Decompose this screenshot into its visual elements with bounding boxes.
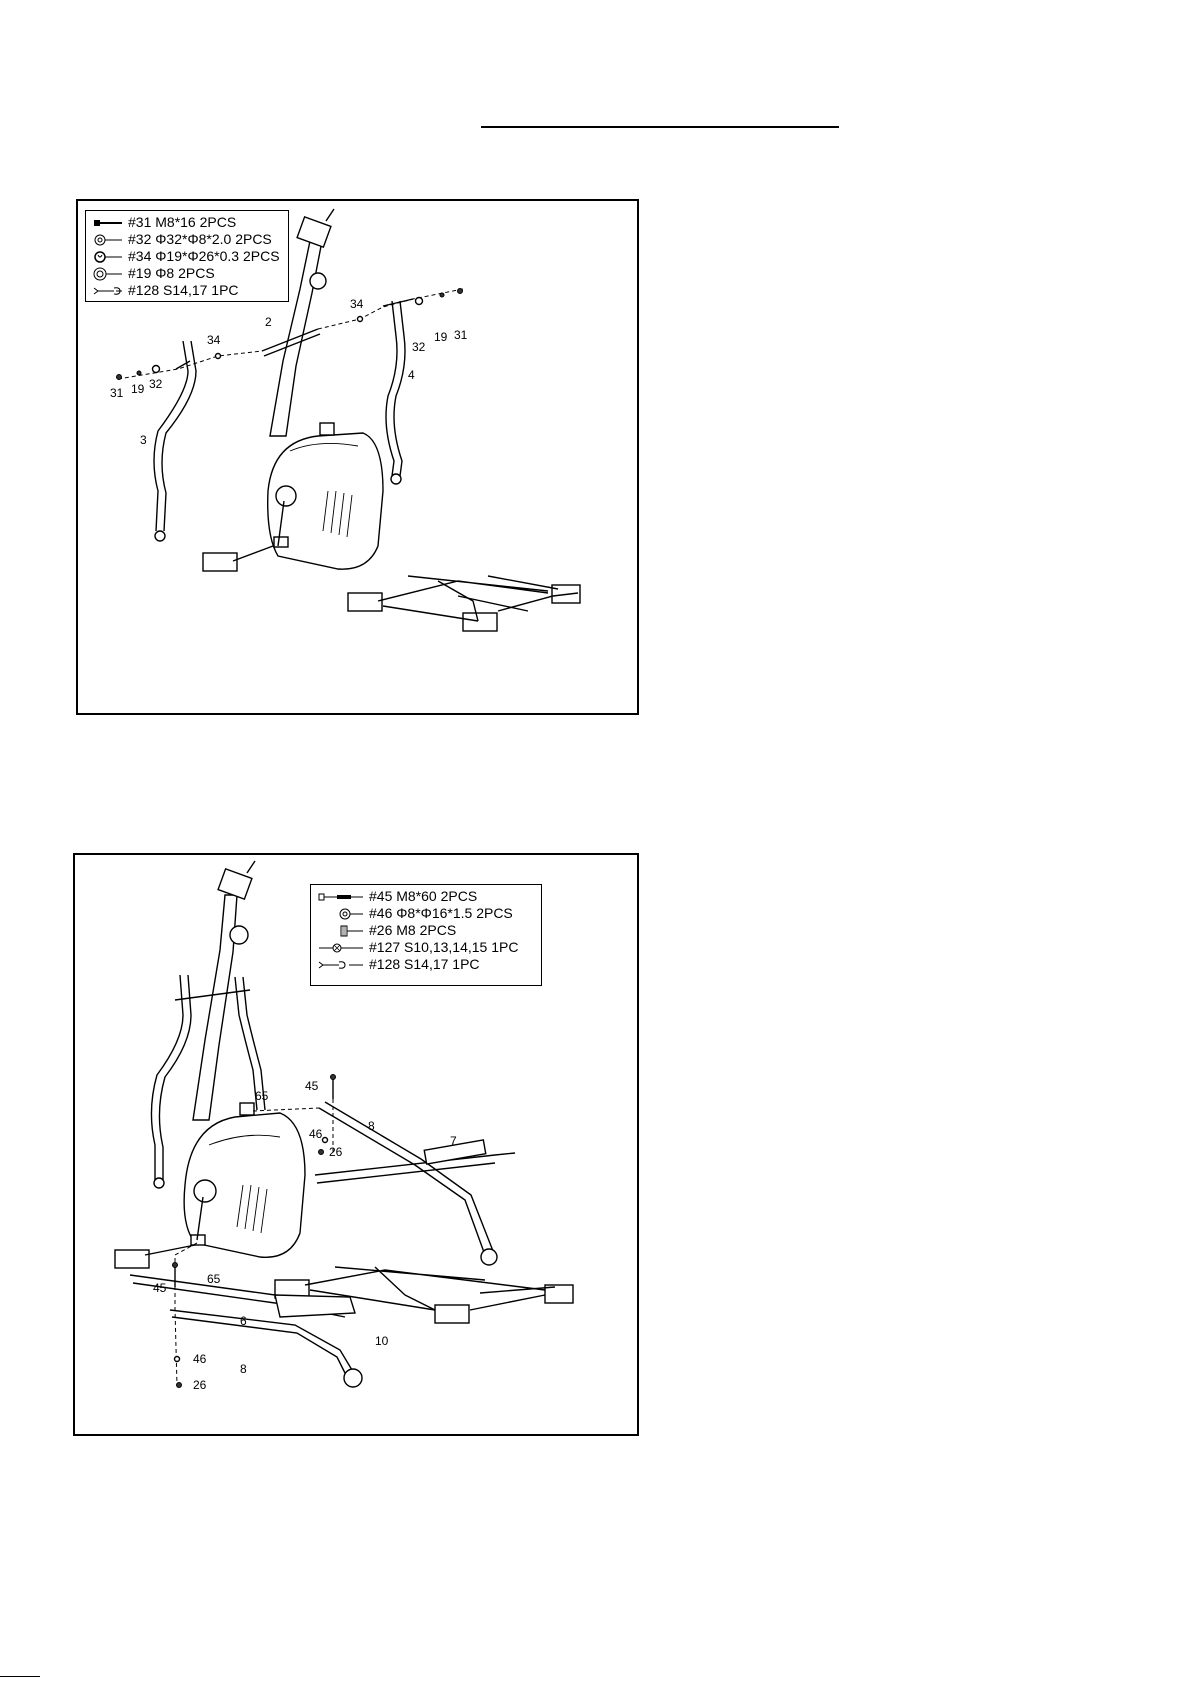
- legend-row: #46 Φ8*Φ16*1.5 2PCS: [317, 905, 535, 922]
- flywheel-housing: [268, 423, 383, 569]
- callout-65-lower: 65: [207, 1272, 221, 1286]
- right-pedal-arm: [315, 1102, 515, 1265]
- callout-65-upper: 65: [255, 1089, 269, 1103]
- bolt-31-left: [117, 375, 122, 380]
- legend-text: #127 S10,13,14,15 1PC: [367, 939, 518, 956]
- long-bolt-icon: [317, 890, 367, 904]
- washer-34-right: [358, 317, 363, 322]
- washer-46-lower: [175, 1357, 180, 1362]
- callout-3: 3: [140, 433, 147, 447]
- legend-row: #45 M8*60 2PCS: [317, 888, 535, 905]
- assembly-step-2-panel: 65 45 8 7 46 26 65 45 6 8 10 46 26 #45 M…: [73, 853, 639, 1436]
- title-underline: [481, 126, 839, 128]
- nut-26-upper: [319, 1150, 324, 1155]
- callout-4: 4: [408, 368, 415, 382]
- washer-19-left: [137, 371, 141, 375]
- page-edge-mark: [0, 1676, 40, 1677]
- callout-32-left: 32: [149, 377, 163, 391]
- legend-text: #128 S14,17 1PC: [367, 956, 480, 973]
- callout-34-left: 34: [207, 333, 221, 347]
- legend-text: #128 S14,17 1PC: [126, 282, 239, 299]
- spring-washer-icon: [92, 267, 126, 281]
- legend-row: #128 S14,17 1PC: [317, 956, 535, 973]
- legend-text: #26 M8 2PCS: [367, 922, 456, 939]
- washer-32-right: [416, 298, 423, 305]
- callout-19-right: 19: [434, 330, 448, 344]
- callout-10: 10: [375, 1334, 389, 1348]
- legend-text: #32 Φ32*Φ8*2.0 2PCS: [126, 231, 272, 248]
- legend-text: #31 M8*16 2PCS: [126, 214, 236, 231]
- nut-26-lower: [177, 1383, 182, 1388]
- callout-26-upper: 26: [329, 1145, 343, 1159]
- legend-text: #45 M8*60 2PCS: [367, 888, 477, 905]
- washer-19-right: [440, 293, 444, 297]
- multi-wrench-icon: [317, 941, 367, 955]
- wrench-icon: [92, 284, 126, 298]
- legend-row: #26 M8 2PCS: [317, 922, 535, 939]
- callout-2: 2: [265, 315, 272, 329]
- legend-row: #128 S14,17 1PC: [92, 282, 282, 299]
- callout-7: 7: [450, 1134, 457, 1148]
- callout-31-right: 31: [454, 328, 468, 342]
- bolt-31-right: [458, 289, 463, 294]
- callout-6: 6: [240, 1314, 247, 1328]
- callout-31-left: 31: [110, 386, 124, 400]
- legend-row: #34 Φ19*Φ26*0.3 2PCS: [92, 248, 282, 265]
- legend-text: #46 Φ8*Φ16*1.5 2PCS: [367, 905, 513, 922]
- legend-row: #127 S10,13,14,15 1PC: [317, 939, 535, 956]
- callout-45-upper: 45: [305, 1079, 319, 1093]
- wave-washer-icon: [92, 250, 126, 264]
- callout-26-lower: 26: [193, 1378, 207, 1392]
- legend-text: #34 Φ19*Φ26*0.3 2PCS: [126, 248, 280, 265]
- bolt-head-45-upper: [331, 1075, 336, 1080]
- base-frame: [203, 546, 580, 631]
- legend-row: #19 Φ8 2PCS: [92, 265, 282, 282]
- legend-text: #19 Φ8 2PCS: [126, 265, 215, 282]
- washer-32-left: [153, 366, 160, 373]
- bolt-head-45-lower: [173, 1263, 178, 1268]
- callout-19-left: 19: [131, 382, 145, 396]
- assembly-step-1-panel: 2 3 4 34 34 31 19 32 31 19 32 #31 M8*16 …: [76, 199, 639, 715]
- step-2-hardware-legend: #45 M8*60 2PCS #46 Φ8*Φ16*1.5 2PCS #26 M…: [310, 884, 542, 986]
- left-handlebar: [154, 341, 196, 541]
- callout-46-upper: 46: [309, 1127, 323, 1141]
- bolt-icon: [92, 216, 126, 230]
- right-handlebar: [383, 299, 413, 484]
- callout-46-lower: 46: [193, 1352, 207, 1366]
- flywheel-housing: [184, 1103, 305, 1257]
- legend-row: #32 Φ32*Φ8*2.0 2PCS: [92, 231, 282, 248]
- callout-8-lower: 8: [240, 1362, 247, 1376]
- wrench-icon: [317, 958, 367, 972]
- washer-34-left: [216, 354, 221, 359]
- legend-row: #31 M8*16 2PCS: [92, 214, 282, 231]
- nut-icon: [317, 924, 367, 938]
- callout-34-right: 34: [350, 297, 364, 311]
- callout-45-lower: 45: [153, 1281, 167, 1295]
- step-1-hardware-legend: #31 M8*16 2PCS #32 Φ32*Φ8*2.0 2PCS #34 Φ…: [85, 210, 289, 302]
- washer-icon: [92, 233, 126, 247]
- washer-46-upper: [323, 1138, 328, 1143]
- washer-icon: [317, 907, 367, 921]
- callout-8-upper: 8: [368, 1119, 375, 1133]
- callout-32-right: 32: [412, 340, 426, 354]
